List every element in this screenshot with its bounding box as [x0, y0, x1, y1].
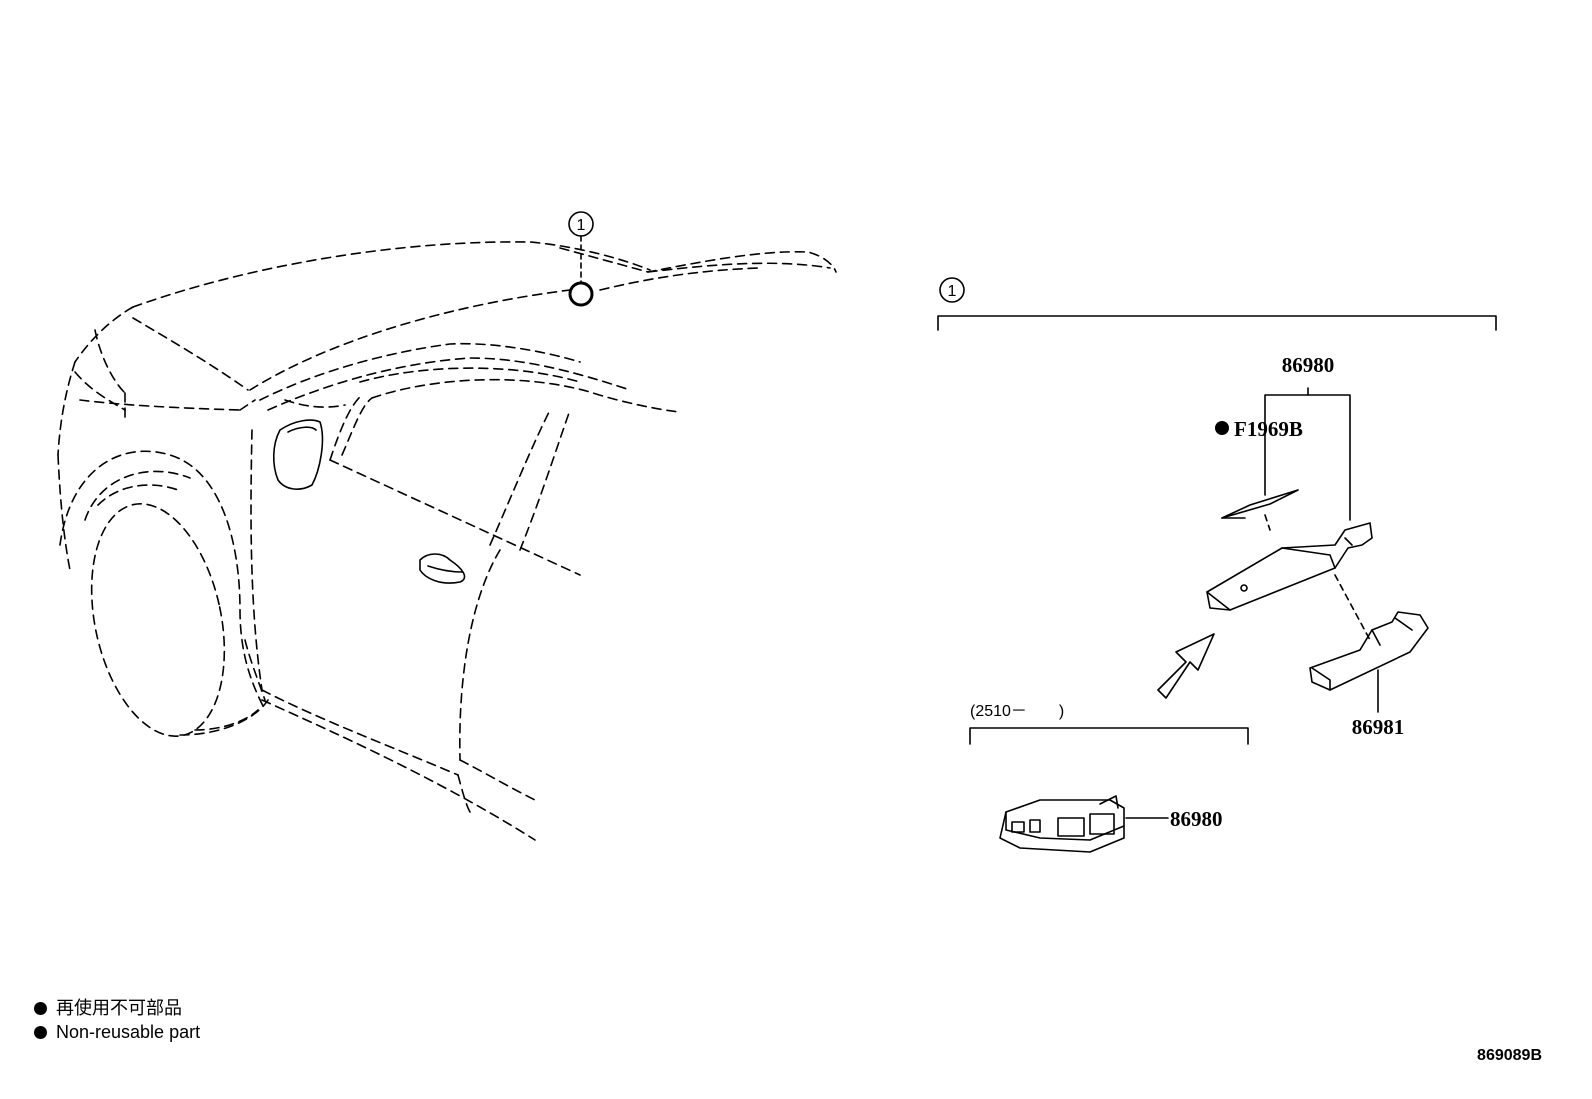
lower-group-bracket: [969, 727, 1249, 745]
group-header: [937, 277, 1497, 331]
leader-86980: [1264, 387, 1351, 521]
part-number-f1969b: F1969B: [1234, 417, 1303, 441]
legend-text-en: Non-reusable part: [56, 1022, 201, 1042]
legend-item-en: Non-reusable part: [34, 1022, 200, 1042]
legend-item-jp: 再使用不可部品: [34, 998, 182, 1018]
receiver-module: [1206, 522, 1373, 611]
group-number: 1: [948, 283, 957, 300]
part-number-86981: 86981: [1352, 715, 1405, 739]
bullet-icon: [34, 1026, 47, 1039]
legend-text-jp: 再使用不可部品: [56, 998, 182, 1018]
vehicle-illustration: [57, 241, 837, 841]
direction-arrow: [1157, 633, 1215, 699]
lower-module: [999, 795, 1125, 853]
part-number-86980-lower: 86980: [1170, 807, 1223, 831]
side-mirror: [272, 419, 324, 490]
diagram-code: 869089B: [1477, 1047, 1542, 1064]
callout-number: 1: [577, 217, 586, 234]
non-reusable-bullet: [1215, 421, 1229, 435]
clip-dash: [1264, 514, 1271, 531]
part-number-86980-top: 86980: [1282, 353, 1335, 377]
clip-pad: [1221, 489, 1299, 519]
door-handle: [419, 553, 466, 584]
lower-range-label: (2510－ ): [970, 703, 1064, 720]
bracket: [1309, 611, 1429, 691]
bracket-dash: [1334, 574, 1371, 641]
bullet-icon: [34, 1002, 47, 1015]
location-callout: [568, 211, 594, 307]
